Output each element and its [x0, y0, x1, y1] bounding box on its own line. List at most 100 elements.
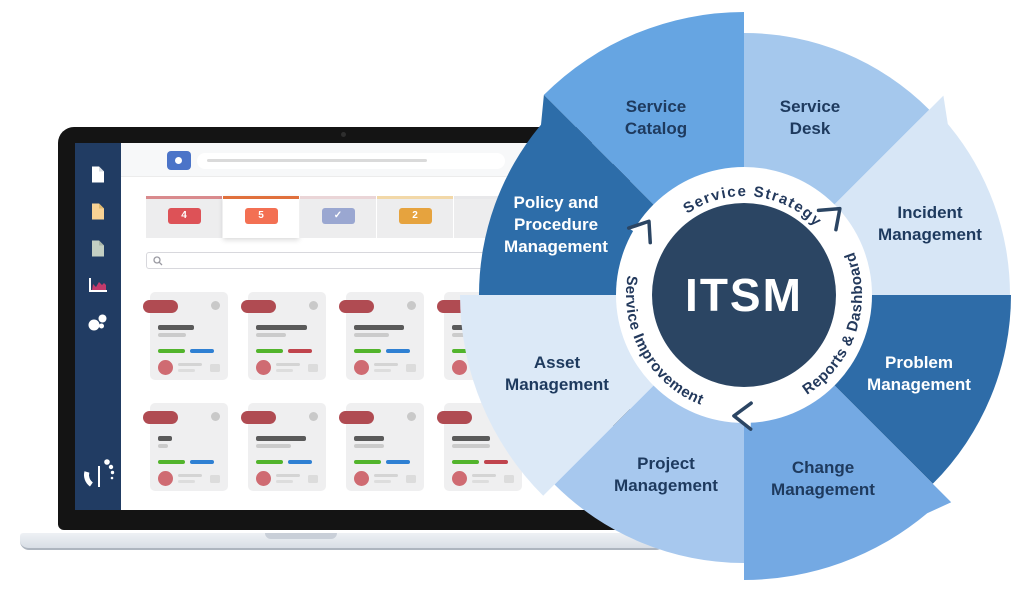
card-attachment-box — [504, 475, 514, 483]
card-avatar — [354, 471, 369, 486]
tab-4-badge: 2 — [398, 208, 432, 224]
kanban-card[interactable] — [241, 292, 326, 380]
card-tag-secondary — [386, 460, 410, 464]
ring-arrow-icon — [816, 206, 842, 232]
card-title-pill — [339, 411, 374, 424]
card-title-pill — [339, 300, 374, 313]
card-tag-green — [354, 460, 381, 464]
dots-cluster-icon[interactable] — [87, 312, 109, 337]
tab-3-badge: ✓ — [321, 208, 355, 224]
card-title-pill — [143, 300, 178, 313]
laptop-camera-dot — [341, 132, 346, 137]
kanban-card[interactable] — [143, 292, 228, 380]
card-meta-line — [472, 480, 489, 483]
document-green-icon[interactable] — [91, 239, 106, 263]
kanban-card[interactable] — [241, 403, 326, 491]
card-tag-green — [452, 460, 479, 464]
card-subtext-line — [158, 333, 186, 337]
kanban-card[interactable] — [143, 403, 228, 491]
card-tag-secondary — [288, 460, 312, 464]
card-menu-dot — [211, 412, 220, 421]
card-meta-line — [276, 474, 300, 477]
card-text-line — [158, 436, 172, 441]
card-tag-secondary — [484, 460, 508, 464]
card-subtext-line — [256, 444, 291, 448]
card-tag-secondary — [190, 460, 214, 464]
document-orange-icon[interactable] — [91, 202, 106, 226]
title-bar[interactable] — [197, 153, 505, 169]
card-attachment-box — [210, 364, 220, 372]
tab-2[interactable]: 5 — [223, 196, 299, 238]
card-subtext-line — [354, 444, 384, 448]
card-attachment-box — [406, 475, 416, 483]
card-text-line — [158, 325, 194, 330]
wheel-core — [652, 203, 836, 387]
tab-1-badge: 4 — [167, 208, 201, 224]
search-input[interactable] — [146, 252, 576, 269]
giva-logo — [82, 454, 116, 499]
card-meta-line — [472, 474, 496, 477]
card-meta-line — [178, 363, 202, 366]
tab-2-badge: 5 — [244, 208, 278, 224]
card-attachment-box — [308, 475, 318, 483]
card-meta-line — [276, 363, 300, 366]
app-sidebar — [75, 143, 121, 510]
laptop-base-notch — [265, 533, 337, 539]
kanban-card[interactable] — [339, 292, 424, 380]
card-text-line — [452, 436, 490, 441]
card-tag-green — [158, 460, 185, 464]
card-attachment-box — [406, 364, 416, 372]
card-tag-secondary — [190, 349, 214, 353]
card-tag-green — [256, 460, 283, 464]
card-subtext-line — [158, 444, 168, 448]
card-avatar — [158, 471, 173, 486]
card-attachment-box — [210, 475, 220, 483]
blue-square-dot-icon[interactable] — [167, 151, 191, 170]
card-avatar — [158, 360, 173, 375]
area-chart-icon[interactable] — [87, 276, 109, 299]
title-placeholder-line — [207, 159, 427, 162]
tab-3[interactable]: ✓ — [300, 196, 376, 238]
card-subtext-line — [452, 444, 490, 448]
card-tag-green — [158, 349, 185, 353]
card-title-pill — [143, 411, 178, 424]
card-tag-green — [354, 349, 381, 353]
ring-arrow-icon — [732, 401, 753, 431]
card-avatar — [256, 471, 271, 486]
card-menu-dot — [211, 301, 220, 310]
card-meta-line — [374, 363, 398, 366]
card-text-line — [354, 325, 404, 330]
card-tag-green — [452, 349, 479, 353]
card-meta-line — [276, 369, 293, 372]
document-white-icon[interactable] — [91, 165, 106, 189]
card-title-pill — [241, 300, 276, 313]
card-meta-line — [178, 474, 202, 477]
card-menu-dot — [407, 301, 416, 310]
card-text-line — [256, 436, 306, 441]
card-title-pill — [437, 411, 472, 424]
card-subtext-line — [354, 333, 389, 337]
card-avatar — [256, 360, 271, 375]
card-attachment-box — [308, 364, 318, 372]
card-meta-line — [374, 480, 391, 483]
tab-bar: 4 5 ✓ 2 — [146, 196, 530, 238]
tab-4[interactable]: 2 — [377, 196, 453, 238]
card-meta-line — [374, 474, 398, 477]
card-meta-line — [178, 480, 195, 483]
card-meta-line — [276, 480, 293, 483]
card-text-line — [354, 436, 384, 441]
card-title-pill — [241, 411, 276, 424]
kanban-card[interactable] — [339, 403, 424, 491]
magnifier-icon — [153, 255, 163, 265]
tab-1[interactable]: 4 — [146, 196, 222, 238]
